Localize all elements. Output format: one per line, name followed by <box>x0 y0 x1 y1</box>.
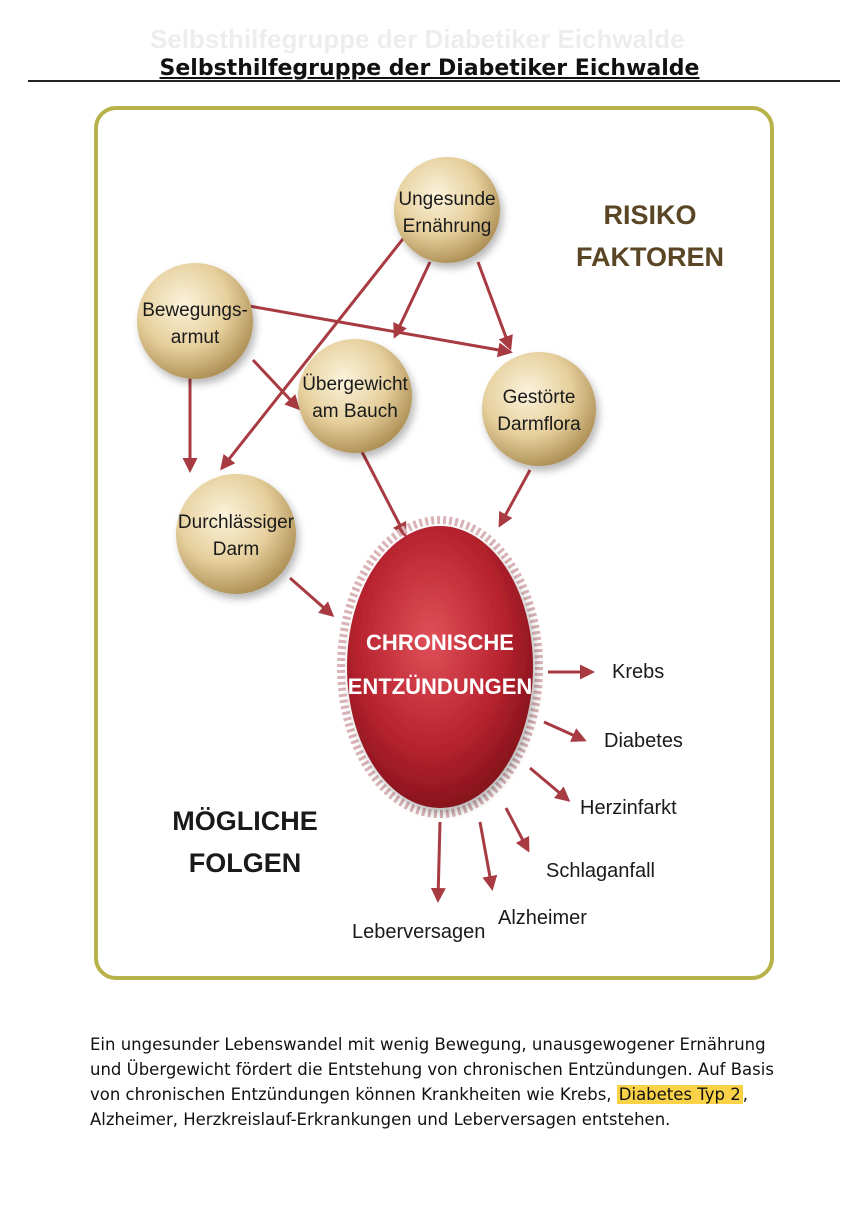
arrow-to-alzheimer <box>478 821 498 891</box>
node-bewegungsarmut: Bewegungs- armut <box>137 263 253 379</box>
consequence-krebs: Krebs <box>612 661 664 683</box>
arrow-ungesunde-to-uebergewicht <box>393 261 432 339</box>
consequence-alzheimer: Alzheimer <box>498 907 587 929</box>
consequence-schlaganfall: Schlaganfall <box>546 860 655 882</box>
arrow-to-herzinfarkt <box>529 766 571 802</box>
node-bewegung-label-1: Bewegungs- <box>142 300 248 321</box>
node-bewegung-label-2: armut <box>171 327 220 348</box>
consequence-herzinfarkt: Herzinfarkt <box>580 797 677 819</box>
node-darm-label-1: Durchlässiger <box>178 512 295 533</box>
consequence-diabetes: Diabetes <box>604 730 683 752</box>
node-darmflora: Gestörte Darmflora <box>482 352 596 466</box>
page-title: Selbsthilfegruppe der Diabetiker Eichwal… <box>159 56 700 81</box>
caption-text-before: Ein ungesunder Lebenswandel mit wenig Be… <box>90 1035 774 1104</box>
center-chronic-inflammation: CHRONISCHE ENTZÜNDUNGEN <box>337 516 543 818</box>
arrow-to-leberversagen <box>430 821 446 903</box>
node-uebergewicht: Übergewicht am Bauch <box>298 339 412 453</box>
node-darmflora-circle <box>482 352 596 466</box>
arrow-ungesunde-to-darmflora <box>476 261 513 351</box>
consequence-heading-line-1: MÖGLICHE <box>172 806 318 836</box>
center-zigzag-border <box>337 516 543 818</box>
caption-text-after: , Alzheimer, Herzkreislauf-Erkrankungen … <box>90 1085 749 1129</box>
node-uebergewicht-label-1: Übergewicht <box>302 374 408 395</box>
risk-heading-line-1: RISIKO <box>603 200 696 230</box>
node-uebergewicht-circle <box>298 339 412 453</box>
node-ungesunde-label-2: Ernährung <box>403 216 492 237</box>
center-label-2: ENTZÜNDUNGEN <box>348 674 533 699</box>
arrow-to-diabetes <box>543 720 587 742</box>
risk-arrows <box>182 229 532 617</box>
caption-highlight: Diabetes Typ 2 <box>616 1085 743 1104</box>
arrow-bewegung-to-uebergewicht <box>251 358 301 411</box>
node-durchlaessiger-darm: Durchlässiger Darm <box>176 474 296 594</box>
arrow-bewegung-to-darmflora <box>214 298 513 358</box>
consequence-arrows <box>430 664 595 903</box>
arrow-darm-to-center <box>289 576 335 617</box>
arrow-uebergewicht-to-center <box>358 447 407 538</box>
consequence-leberversagen: Leberversagen <box>352 921 485 943</box>
title-underline <box>28 80 840 82</box>
arrow-to-schlaganfall <box>504 807 530 853</box>
arrow-darmflora-to-center <box>498 469 532 528</box>
center-label-1: CHRONISCHE <box>366 630 514 655</box>
node-ungesunde-label-1: Ungesunde <box>398 189 495 210</box>
node-ungesunde-circle <box>394 157 500 263</box>
center-ellipse <box>347 526 533 808</box>
background-bleed-text: Selbsthilfegruppe der Diabetiker Eichwal… <box>150 24 685 54</box>
arrow-ungesunde-to-darm <box>220 229 412 471</box>
node-ungesunde-ernaehrung: Ungesunde Ernährung <box>394 157 500 263</box>
node-darm-circle <box>176 474 296 594</box>
risk-heading-line-2: FAKTOREN <box>576 242 724 272</box>
node-uebergewicht-label-2: am Bauch <box>312 401 398 422</box>
node-darmflora-label-1: Gestörte <box>503 387 576 408</box>
node-darm-label-2: Darm <box>213 539 259 560</box>
node-darmflora-label-2: Darmflora <box>497 414 581 435</box>
consequence-heading-line-2: FOLGEN <box>189 848 302 878</box>
caption-paragraph: Ein ungesunder Lebenswandel mit wenig Be… <box>90 1032 790 1132</box>
node-bewegung-circle <box>137 263 253 379</box>
